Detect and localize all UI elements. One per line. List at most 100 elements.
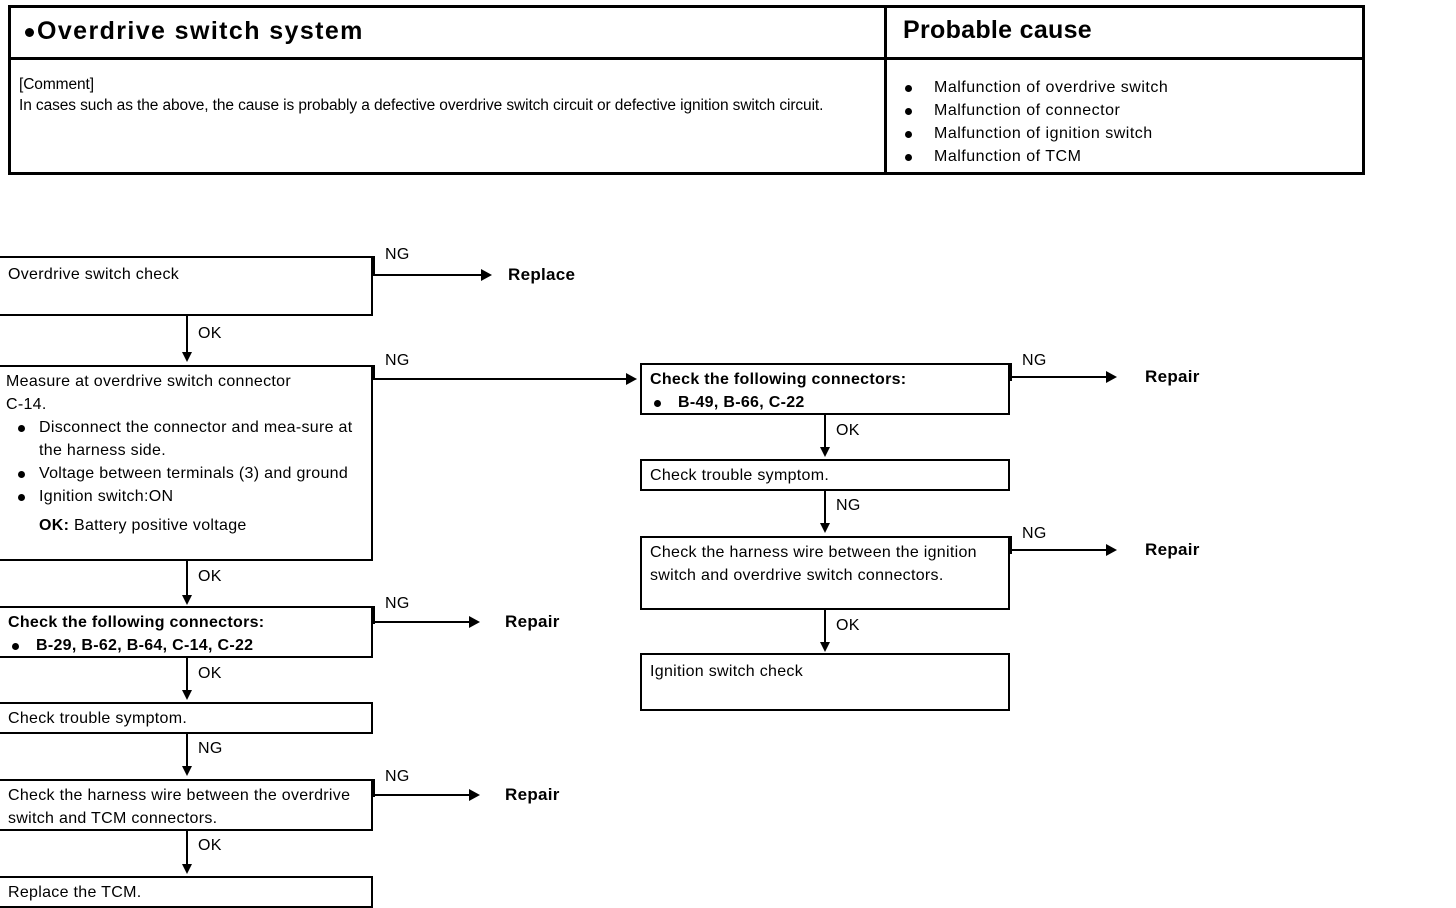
bullet-icon (12, 643, 19, 650)
comment-body: In cases such as the above, the cause is… (19, 97, 824, 114)
branch-line-vertical (1010, 536, 1012, 554)
outcome-repair: Repair (1145, 540, 1200, 559)
measure-title-line2: C-14. (6, 396, 47, 413)
flow-box-measure-connector: Measure at overdrive switch connector C-… (0, 365, 373, 561)
list-item: Voltage between terminals (3) and ground (6, 462, 367, 485)
flow-box-label: Overdrive switch check (8, 266, 180, 283)
table-body-row: [Comment] In cases such as the above, th… (11, 60, 1362, 172)
flag-ok: OK (198, 837, 222, 854)
flow-box-replace-tcm: Replace the TCM. (0, 876, 373, 908)
arrow-right-icon (1106, 371, 1117, 383)
flow-box-overdrive-switch-check: Overdrive switch check (0, 256, 373, 316)
branch-line-vertical (373, 256, 375, 276)
bullet-text: Voltage between terminals (3) and ground (39, 465, 349, 482)
flag-ng: NG (385, 768, 410, 785)
body-cell-comment: [Comment] In cases such as the above, th… (11, 60, 884, 172)
list-item: Disconnect the connector and mea-sure at… (6, 416, 367, 462)
ok-criteria: OK: Battery positive voltage (6, 514, 367, 537)
branch-line-vertical (373, 365, 375, 380)
header-cell-system: Overdrive switch system (11, 8, 884, 57)
arrow-right-icon (1106, 544, 1117, 556)
flow-box-check-trouble-symptom-left: Check trouble symptom. (0, 702, 373, 734)
probable-cause-header: Probable cause (903, 16, 1093, 44)
arrow-right-icon (626, 373, 637, 385)
branch-line-vertical (373, 779, 375, 797)
column-divider (884, 8, 887, 57)
flow-line-vertical (186, 658, 188, 692)
flag-ng: NG (1022, 352, 1047, 369)
outcome-repair: Repair (505, 612, 560, 631)
measure-title-line1: Measure at overdrive switch connector (6, 373, 291, 390)
outcome-replace: Replace (508, 265, 576, 284)
flag-ok: OK (198, 325, 222, 342)
flow-box-label: Check the harness wire between the overd… (8, 787, 351, 827)
arrow-down-icon (182, 595, 192, 605)
arrow-right-icon (481, 269, 492, 281)
flag-ok: OK (836, 422, 860, 439)
bullet-icon (905, 131, 912, 138)
flow-box-check-connectors-right: Check the following connectors: B-49, B-… (640, 363, 1010, 415)
list-item: Malfunction of overdrive switch (899, 76, 1168, 99)
flag-ng: NG (385, 246, 410, 263)
column-divider-body (884, 60, 887, 172)
flag-ng: NG (385, 595, 410, 612)
comment-label: [Comment] (19, 76, 94, 93)
bullet-icon (905, 85, 912, 92)
flow-box-label: Check the following connectors: B-29, B-… (8, 611, 367, 657)
flow-box-label: Replace the TCM. (8, 884, 142, 901)
probable-cause-list: Malfunction of overdrive switch Malfunct… (899, 76, 1168, 168)
measure-bullet-list: Disconnect the connector and mea-sure at… (6, 416, 367, 537)
flow-line-vertical (186, 734, 188, 768)
system-title: Overdrive switch system (37, 17, 364, 45)
arrow-right-icon (469, 616, 480, 628)
flag-ng: NG (198, 740, 223, 757)
flow-box-label: Ignition switch check (650, 663, 804, 680)
connector-codes: B-29, B-62, B-64, C-14, C-22 (36, 637, 254, 654)
outcome-repair: Repair (505, 785, 560, 804)
flow-box-check-trouble-symptom-right: Check trouble symptom. (640, 459, 1010, 491)
flow-line-vertical (186, 831, 188, 867)
bullet-icon (905, 154, 912, 161)
list-item: B-29, B-62, B-64, C-14, C-22 (8, 634, 367, 657)
flow-line-vertical (824, 491, 826, 525)
bullet-icon (654, 400, 661, 407)
header-cell-probable-cause: Probable cause (887, 8, 1362, 57)
list-item: Malfunction of TCM (899, 145, 1168, 168)
flow-box-label: Check trouble symptom. (650, 467, 830, 484)
branch-line-horizontal (1010, 549, 1108, 551)
arrow-down-icon (182, 864, 192, 874)
arrow-down-icon (182, 352, 192, 362)
flow-box-ignition-switch-check: Ignition switch check (640, 653, 1010, 711)
list-item: B-49, B-66, C-22 (650, 391, 1004, 414)
flag-ng: NG (836, 497, 861, 514)
connectors-title: Check the following connectors: (650, 371, 907, 388)
bullet-icon (25, 28, 34, 37)
bullet-icon (18, 471, 25, 478)
bullet-text: Disconnect the connector and mea-sure at… (39, 419, 353, 459)
arrow-down-icon (820, 523, 830, 533)
symptom-table: Overdrive switch system Probable cause [… (8, 5, 1365, 175)
cause-text: Malfunction of TCM (934, 148, 1082, 165)
list-item: Ignition switch:ON (6, 485, 367, 508)
flag-ok: OK (198, 665, 222, 682)
branch-line-horizontal (373, 274, 483, 276)
branch-line-horizontal (373, 378, 628, 380)
branch-line-horizontal (373, 621, 471, 623)
bullet-text: Ignition switch:ON (39, 488, 174, 505)
flow-line-vertical (186, 561, 188, 599)
branch-line-horizontal (373, 794, 471, 796)
table-header-row: Overdrive switch system Probable cause (11, 8, 1362, 60)
arrow-down-icon (820, 447, 830, 457)
list-item: Malfunction of connector (899, 99, 1168, 122)
bullet-icon (18, 494, 25, 501)
flow-line-vertical (824, 415, 826, 449)
connector-list: B-29, B-62, B-64, C-14, C-22 (8, 634, 367, 657)
branch-line-horizontal (1010, 376, 1108, 378)
connector-list: B-49, B-66, C-22 (650, 391, 1004, 414)
flag-ng: NG (1022, 525, 1047, 542)
flag-ng: NG (385, 352, 410, 369)
cause-text: Malfunction of overdrive switch (934, 79, 1169, 96)
flow-box-label: Check the following connectors: B-49, B-… (650, 368, 1004, 414)
cause-text: Malfunction of connector (934, 102, 1121, 119)
flag-ok: OK (836, 617, 860, 634)
